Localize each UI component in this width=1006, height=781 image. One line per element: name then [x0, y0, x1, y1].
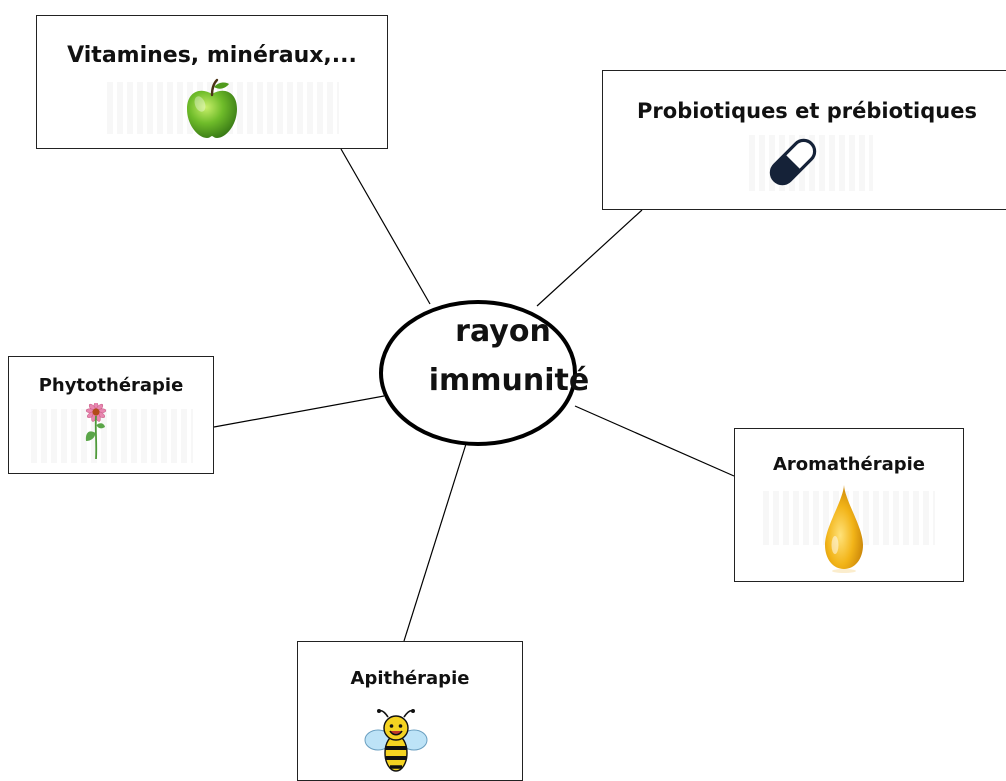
center-node — [379, 300, 577, 446]
capsule-icon — [769, 138, 817, 186]
node-phytotherapie-label: Phytothérapie — [38, 375, 184, 396]
center-title-line-2: immunité — [428, 363, 590, 398]
center-title-line-1: rayon — [455, 314, 551, 349]
green-apple-icon — [187, 78, 237, 138]
node-vitamines: Vitamines, minéraux,... — [36, 15, 388, 149]
node-apitherapie-label: Apithérapie — [350, 668, 470, 689]
connector-phytotherapie — [213, 395, 385, 428]
node-probiotiques-label: Probiotiques et prébiotiques — [637, 99, 977, 123]
oil-drop-icon — [825, 485, 863, 573]
connector-aromatherapie — [574, 405, 735, 477]
bee-icon — [364, 709, 428, 772]
faint-background-pattern — [31, 409, 193, 463]
node-phytotherapie: Phytothérapie — [8, 356, 214, 474]
connector-probiotiques — [536, 209, 643, 307]
node-aromatherapie-label: Aromathérapie — [773, 454, 925, 475]
node-probiotiques: Probiotiques et prébiotiques — [602, 70, 1006, 210]
node-apitherapie: Apithérapie — [297, 641, 523, 781]
node-aromatherapie: Aromathérapie — [734, 428, 964, 582]
pink-flower-icon — [85, 403, 107, 460]
connector-vitamines — [340, 148, 431, 305]
connector-apitherapie — [403, 443, 467, 642]
node-vitamines-label: Vitamines, minéraux,... — [67, 43, 357, 68]
